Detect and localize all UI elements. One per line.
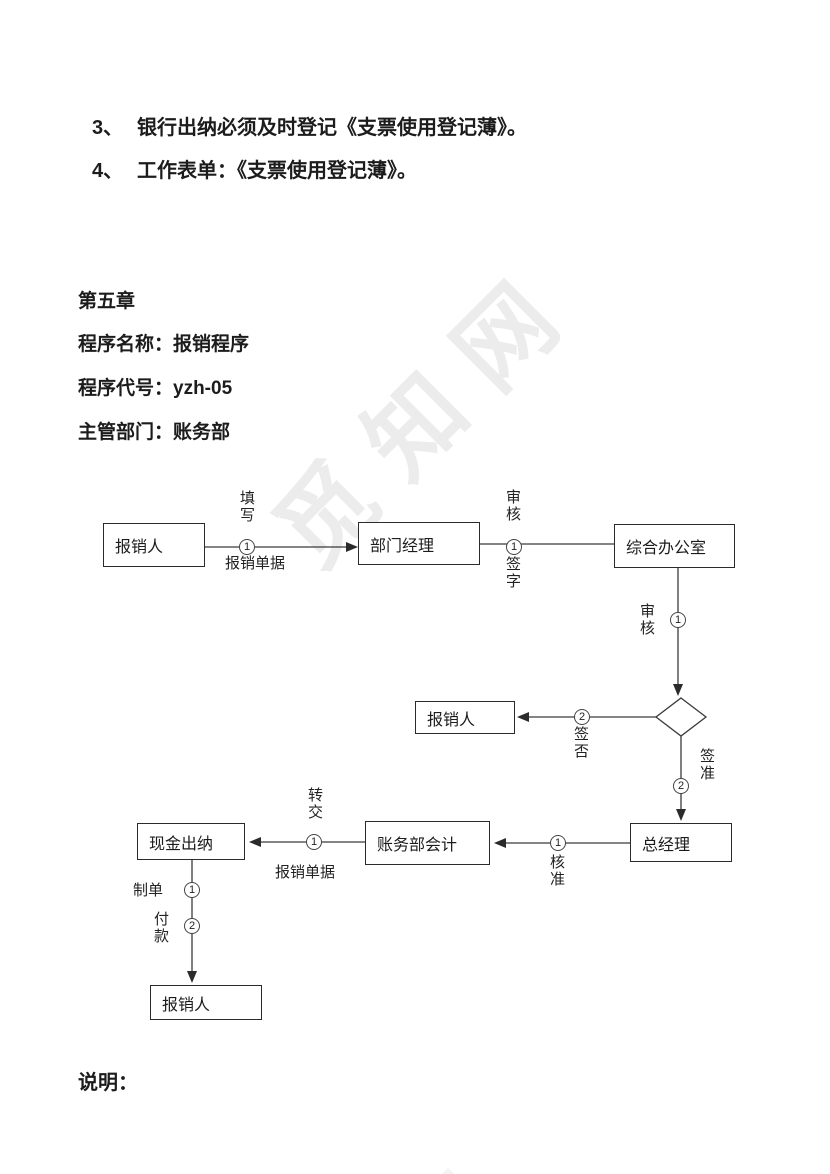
list-item-3: 3、银行出纳必须及时登记《支票使用登记薄》。	[92, 111, 527, 140]
procedure-code-line: 程序代号：yzh-05	[78, 378, 233, 399]
node-accounting-clerk: 账务部会计	[365, 821, 490, 865]
badge-step-9: 2	[184, 918, 200, 934]
label-review-2: 审核	[639, 603, 655, 638]
badge-step-3: 1	[670, 612, 686, 628]
list-item-4: 4、工作表单：《支票使用登记薄》。	[92, 154, 417, 183]
list-item-number: 3、	[92, 117, 124, 139]
label-transfer: 转交	[307, 787, 323, 822]
list-item-number: 4、	[92, 160, 124, 182]
list-item-text: 工作表单：《支票使用登记薄》。	[137, 160, 417, 182]
procedure-name-line: 程序名称：报销程序	[78, 334, 250, 355]
department-line: 主管部门：账务部	[78, 422, 231, 443]
label-verify: 核准	[549, 854, 565, 889]
label-sign-reject: 签否	[573, 726, 589, 761]
label-reimburse-doc-2: 报销单据	[275, 864, 336, 881]
label-make-voucher: 制单	[133, 882, 164, 899]
label-fill-in: 填写	[239, 490, 255, 525]
badge-step-8: 1	[184, 882, 200, 898]
chapter-title: 第五章	[78, 291, 136, 312]
node-general-manager: 总经理	[630, 823, 732, 862]
badge-step-1: 1	[239, 539, 255, 555]
node-reimburser-3: 报销人	[150, 985, 262, 1020]
badge-step-5: 2	[673, 778, 689, 794]
node-reimburser-2: 报销人	[415, 701, 515, 734]
decision-diamond	[654, 697, 708, 737]
node-general-office: 综合办公室	[614, 524, 735, 568]
node-reimburser-1: 报销人	[103, 523, 205, 567]
node-department-manager: 部门经理	[358, 522, 480, 565]
label-sign-approve: 签准	[699, 748, 715, 783]
label-review-1: 审核	[505, 489, 521, 524]
badge-step-7: 1	[306, 834, 322, 850]
list-item-text: 银行出纳必须及时登记《支票使用登记薄》。	[137, 117, 527, 139]
badge-step-4: 2	[574, 709, 590, 725]
label-reimburse-doc-1: 报销单据	[225, 555, 286, 572]
label-pay: 付款	[153, 911, 169, 946]
notes-label: 说明：	[78, 1072, 138, 1094]
badge-step-6: 1	[550, 835, 566, 851]
label-sign: 签字	[505, 556, 521, 591]
badge-step-2: 1	[506, 539, 522, 555]
node-cash-cashier: 现金出纳	[137, 823, 245, 860]
